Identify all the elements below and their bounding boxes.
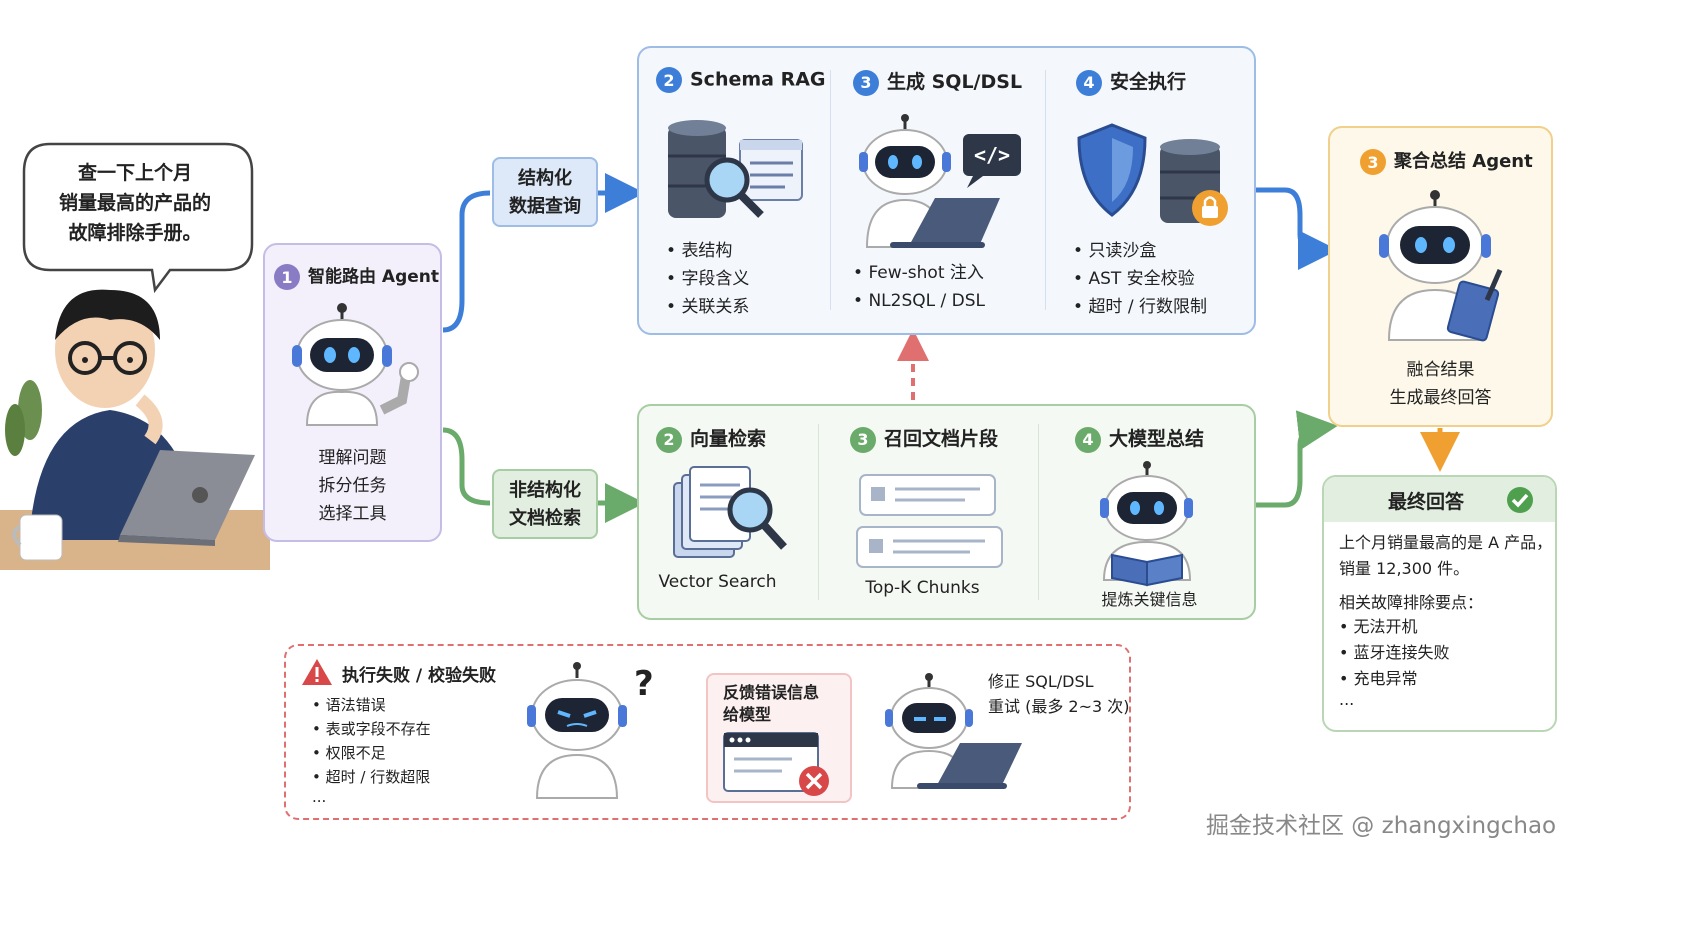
branch-unstructured-label — [492, 469, 598, 539]
final-subheading: 相关故障排除要点： — [1339, 593, 1484, 612]
exec-bullet: 只读沙盒 — [1073, 237, 1207, 265]
speech-line-1: 查一下上个月 — [77, 162, 192, 184]
final-bullet: 无法开机 — [1339, 614, 1450, 640]
robot-tablet-icon — [1379, 190, 1503, 342]
error-bullet: 表或字段不存在 — [312, 717, 431, 741]
router-line: 理解问题 — [318, 448, 387, 468]
sql-bullet: NL2SQL / DSL — [853, 287, 985, 315]
router-line: 选择工具 — [318, 504, 387, 524]
llm-step-number: 4 — [1075, 426, 1101, 453]
vector-step-number: 2 — [656, 426, 682, 453]
aggregate-line-2: 生成最终回答 — [1389, 388, 1492, 408]
retry-line-1: 修正 SQL/DSL — [988, 672, 1094, 691]
final-title: 最终回答 — [1388, 491, 1465, 513]
router-line: 拆分任务 — [318, 476, 387, 496]
speech-bubble — [22, 142, 254, 294]
exec-title: 安全执行 — [1110, 71, 1187, 93]
final-line-1: 上个月销量最高的是 A 产品， — [1339, 533, 1553, 552]
branch-structured-line-2: 数据查询 — [509, 196, 581, 217]
robot-pointing-icon — [292, 303, 419, 426]
final-line-2: 销量 12,300 件。 — [1339, 559, 1470, 578]
exec-step-number: 4 — [1076, 69, 1102, 96]
svg-text:</>: </> — [974, 143, 1010, 167]
shield-database-icon — [1077, 123, 1228, 226]
sql-title: 生成 SQL/DSL — [887, 71, 1023, 93]
schema-title: Schema RAG — [690, 68, 826, 91]
svg-text:?: ? — [634, 664, 654, 704]
speech-line-2: 销量最高的产品的 — [58, 192, 211, 214]
exec-bullet: AST 安全校验 — [1073, 265, 1207, 293]
aggregate-step-number: 3 — [1360, 149, 1386, 175]
schema-bullet: 关联关系 — [666, 293, 749, 321]
final-bullet: 充电异常 — [1339, 666, 1450, 692]
watermark: 掘金技术社区 @ zhangxingchao — [1206, 813, 1557, 839]
recall-title: 召回文档片段 — [884, 428, 999, 450]
exec-bullet: 超时 / 行数限制 — [1073, 293, 1207, 321]
database-search-icon — [668, 120, 803, 218]
error-title: 执行失败 / 校验失败 — [342, 666, 497, 686]
vector-caption: Vector Search — [658, 572, 777, 592]
sql-bullet: Few-shot 注入 — [853, 259, 985, 287]
check-circle-icon — [1507, 487, 1533, 513]
llm-caption: 提炼关键信息 — [1101, 590, 1198, 609]
error-ellipsis: ... — [312, 788, 327, 806]
feedback-line-1: 反馈错误信息 — [723, 683, 820, 702]
error-bullet: 语法错误 — [312, 693, 431, 717]
final-bullet: 蓝牙连接失败 — [1339, 640, 1450, 666]
retry-line-2: 重试 (最多 2~3 次) — [988, 697, 1130, 716]
branch-structured-line-1: 结构化 — [518, 168, 572, 189]
aggregate-line-1: 融合结果 — [1406, 360, 1475, 380]
schema-bullet: 表结构 — [666, 237, 749, 265]
sql-step-number: 3 — [853, 69, 879, 96]
branch-structured-label — [492, 157, 598, 227]
error-bullet: 权限不足 — [312, 741, 431, 765]
chunks-icon — [856, 474, 1003, 568]
speech-line-3: 故障排除手册。 — [68, 222, 202, 244]
document-search-icon — [673, 466, 787, 558]
robot-confused-icon: ? — [527, 662, 654, 799]
feedback-line-2: 给模型 — [723, 705, 772, 724]
branch-unstructured-line-1: 非结构化 — [509, 480, 581, 501]
error-window-icon — [723, 732, 829, 796]
schema-step-number: 2 — [656, 67, 682, 93]
user-illustration — [0, 289, 270, 570]
robot-coding-icon: </> — [859, 114, 1021, 248]
recall-caption: Top-K Chunks — [865, 578, 980, 598]
router-step-number: 1 — [274, 264, 300, 290]
schema-bullet: 字段含义 — [666, 265, 749, 293]
vector-title: 向量检索 — [690, 428, 767, 450]
branch-unstructured-line-2: 文档检索 — [509, 508, 581, 529]
aggregate-title: 聚合总结 Agent — [1394, 151, 1533, 172]
robot-laptop-icon — [885, 673, 1022, 789]
router-title: 智能路由 Agent — [308, 267, 440, 287]
robot-reading-icon — [1100, 461, 1193, 587]
final-ellipsis: ... — [1339, 690, 1355, 709]
recall-step-number: 3 — [850, 426, 876, 453]
warning-icon — [302, 659, 332, 685]
error-bullet: 超时 / 行数超限 — [312, 765, 431, 789]
llm-title: 大模型总结 — [1109, 428, 1205, 450]
